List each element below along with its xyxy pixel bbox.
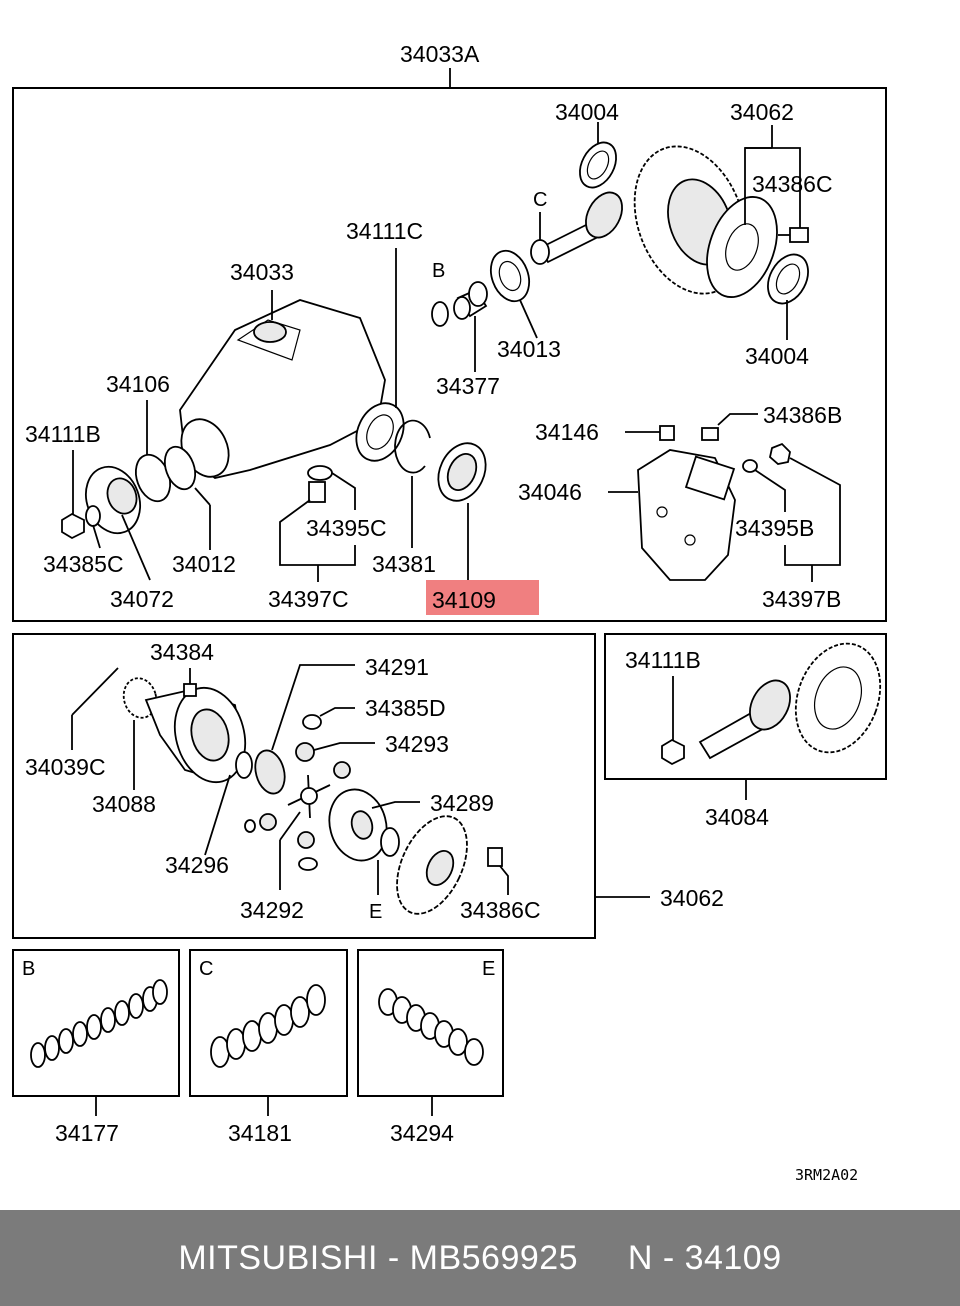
side-gear-34291 [254, 749, 286, 795]
pinion-gear-34293 [295, 742, 315, 762]
label-34004-top[interactable]: 34004 [555, 99, 619, 125]
plug-34397b [769, 442, 791, 465]
label-b-top[interactable]: B [432, 260, 445, 282]
case-half-34062 [396, 815, 468, 915]
diff-cover-34046 [637, 449, 736, 581]
box-e-part-label[interactable]: 34294 [390, 1120, 454, 1146]
label-34293[interactable]: 34293 [385, 731, 449, 757]
label-34109[interactable]: 34109 [432, 587, 496, 613]
plug-34397c [308, 481, 326, 503]
spacer-34377 [453, 281, 488, 320]
label-34289[interactable]: 34289 [430, 790, 494, 816]
breather-34146 [659, 425, 675, 441]
label-34111b-right[interactable]: 34111B [625, 647, 701, 673]
bolt-34386c-mid [487, 847, 503, 867]
footer-bar: MITSUBISHI - MB569925 N - 34109 [0, 1210, 960, 1306]
footer-part-info: MITSUBISHI - MB569925 N - 34109 [178, 1238, 782, 1277]
label-34386c-top[interactable]: 34386C [752, 171, 833, 197]
washer-34395b [742, 459, 758, 473]
shim-b [431, 301, 449, 327]
label-34062-top[interactable]: 34062 [730, 99, 794, 125]
label-34033a[interactable]: 34033A [400, 41, 480, 67]
label-34385c[interactable]: 34385C [43, 551, 124, 577]
carrier-housing-34033 [179, 299, 405, 479]
label-34072[interactable]: 34072 [110, 586, 174, 612]
snap-ring-34381 [394, 419, 431, 474]
label-34386c-mid[interactable]: 34386C [460, 897, 541, 923]
diagram-code: 3RM2A02 [795, 1166, 858, 1184]
washer-34385c [85, 505, 101, 527]
label-34397c[interactable]: 34397C [268, 586, 349, 612]
bearing-34012 [163, 445, 197, 491]
label-34384[interactable]: 34384 [150, 639, 214, 665]
bearing-34013 [489, 249, 531, 303]
nut-34111b [61, 512, 85, 540]
label-c-top[interactable]: C [533, 189, 547, 211]
label-34395b[interactable]: 34395B [735, 515, 814, 541]
box-b-letter[interactable]: B [22, 958, 35, 980]
pin-34384 [183, 683, 197, 697]
differential-case-assembly [633, 145, 778, 298]
label-34088[interactable]: 34088 [92, 791, 156, 817]
bearing-34004-side [767, 253, 809, 305]
label-34046[interactable]: 34046 [518, 479, 582, 505]
label-34012[interactable]: 34012 [172, 551, 236, 577]
box-c-part-label[interactable]: 34181 [228, 1120, 292, 1146]
bolt-34386b [701, 427, 719, 441]
section-mid-frame [12, 633, 596, 939]
label-34062-mid[interactable]: 34062 [660, 885, 724, 911]
label-34111b-top[interactable]: 34111B [25, 421, 101, 447]
label-34033[interactable]: 34033 [230, 259, 294, 285]
label-34004-bottom[interactable]: 34004 [745, 343, 809, 369]
label-34385d[interactable]: 34385D [365, 695, 446, 721]
label-34386b[interactable]: 34386B [763, 402, 842, 428]
bearing-34004-top [579, 141, 617, 189]
label-34039c[interactable]: 34039C [25, 754, 106, 780]
label-34084[interactable]: 34084 [705, 804, 769, 830]
spring-34294 [378, 988, 484, 1066]
highlight-34109 [426, 580, 539, 615]
label-e-mid[interactable]: E [369, 901, 382, 923]
exploded-parts-diagram: 34033A C 34062 34386C 34004 [12, 41, 887, 1184]
washer-34296 [235, 751, 253, 779]
pinion-shaft [530, 191, 623, 265]
box-b-part-label[interactable]: 34177 [55, 1120, 119, 1146]
label-34296[interactable]: 34296 [165, 852, 229, 878]
box-e-letter[interactable]: E [482, 958, 495, 980]
washer-34395c [307, 465, 333, 481]
section-top-frame [12, 87, 887, 622]
box-e-frame [357, 949, 504, 1097]
spring-34177 [30, 979, 168, 1068]
label-34146[interactable]: 34146 [535, 419, 599, 445]
label-34013[interactable]: 34013 [497, 336, 561, 362]
label-34291[interactable]: 34291 [365, 654, 429, 680]
label-34381[interactable]: 34381 [372, 551, 436, 577]
lsd-unit-34289 [328, 788, 388, 862]
gear-set-34084 [698, 642, 882, 760]
label-34111c[interactable]: 34111C [346, 218, 423, 244]
label-34395c[interactable]: 34395C [306, 515, 387, 541]
bolt-34386c-top [778, 227, 809, 243]
label-34292[interactable]: 34292 [240, 897, 304, 923]
case-34088 [122, 677, 247, 784]
spring-34181 [210, 984, 326, 1068]
nut-34111b-right [661, 738, 685, 766]
washer-34385d [302, 714, 322, 730]
label-34397b[interactable]: 34397B [762, 586, 841, 612]
label-34106[interactable]: 34106 [106, 371, 170, 397]
label-34377[interactable]: 34377 [436, 373, 500, 399]
spider-34292 [244, 761, 351, 871]
box-c-letter[interactable]: C [199, 958, 213, 980]
oil-seal-34109 [437, 442, 487, 502]
spring-e [380, 827, 400, 857]
